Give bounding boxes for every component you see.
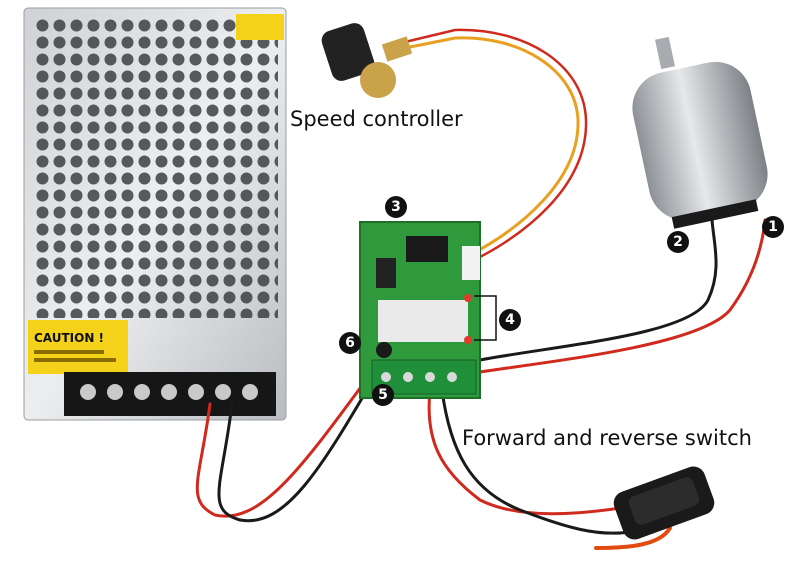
ic-chip — [406, 236, 448, 262]
pot-connector — [462, 246, 480, 280]
marker-3: 3 — [385, 196, 407, 218]
wires — [195, 28, 767, 550]
gear-motor — [632, 36, 768, 229]
caution-title: CAUTION ! — [34, 331, 104, 345]
speed-controller-label: Speed controller — [290, 107, 463, 131]
power-supply: CAUTION ! — [23, 7, 287, 421]
marker-1: 1 — [762, 216, 784, 238]
controller-pcb — [359, 221, 497, 399]
marker-4: 4 — [499, 309, 521, 331]
potentiometer-knob — [321, 23, 413, 98]
heatsink — [378, 300, 468, 342]
screw-terminal-strip — [64, 372, 276, 416]
rocker-switch — [613, 466, 715, 540]
marker-6: 6 — [339, 332, 361, 354]
capacitor — [376, 342, 392, 358]
spec-sticker — [236, 14, 284, 40]
marker-5: 5 — [372, 384, 394, 406]
forward-reverse-switch-label: Forward and reverse switch — [462, 426, 752, 450]
caution-label — [28, 320, 128, 374]
marker-2: 2 — [667, 231, 689, 253]
